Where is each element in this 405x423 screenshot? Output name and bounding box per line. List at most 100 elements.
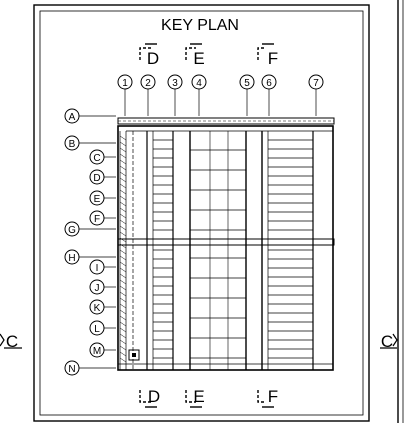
grid-row-bubble-G: G [64, 221, 116, 237]
section-label-top-d: D [147, 49, 159, 68]
section-marker-left-c: C [0, 332, 22, 351]
corner-marker [128, 349, 140, 361]
ladder-rung [119, 345, 127, 351]
grid-column-label: 5 [244, 78, 250, 89]
ladder-rung [119, 243, 127, 249]
section-marker-right-c: C [380, 332, 398, 351]
ladder-rung [119, 267, 127, 273]
ladder-rung [119, 171, 127, 177]
grid-row-bubble-L: L [89, 320, 116, 336]
ladder-rung [119, 303, 127, 309]
grid-row-bubble-K: K [89, 299, 116, 315]
section-label-top-e: E [193, 49, 204, 68]
grid-row-label: N [68, 364, 75, 375]
grid-row-label: A [69, 112, 76, 123]
ladder-rung [119, 261, 127, 267]
grid-column-label: 6 [266, 78, 272, 89]
ladder-rung [119, 177, 127, 183]
section-label-left-c: C [6, 332, 18, 351]
grid-row-bubble-A: A [64, 108, 116, 124]
grid-column-bubble-2: 2 [140, 74, 156, 116]
section-marker-bottom-f: F [257, 387, 278, 408]
section-marker-bottom-d: D [139, 387, 160, 408]
ladder-rung [119, 183, 127, 189]
section-marker-top-d: D [139, 43, 159, 68]
ladder-rung [119, 255, 127, 261]
ladder-rung [119, 195, 127, 201]
section-marker-bottom-e: E [185, 387, 205, 408]
grid-column-bubble-6: 6 [261, 74, 277, 116]
grid-row-label: J [95, 283, 100, 294]
grid-row-bubble-H: H [64, 249, 116, 265]
ladder-rung [119, 189, 127, 195]
section-label-bottom-d: D [148, 387, 160, 406]
section-marker-top-f: F [257, 43, 278, 68]
floor-slats [119, 135, 313, 363]
ladder-rung [119, 201, 127, 207]
grid-row-bubble-J: J [89, 279, 116, 295]
grid-row-label: G [68, 225, 76, 236]
grid-row-label: I [96, 263, 99, 274]
ladder-rung [119, 315, 127, 321]
grid-row-label: H [68, 253, 75, 264]
section-label-right-c: C [381, 332, 393, 351]
grid-row-bubble-D: D [89, 169, 116, 185]
ladder-rung [119, 207, 127, 213]
grid-row-label: C [93, 153, 100, 164]
grid-column-label: 2 [145, 78, 151, 89]
ladder-rung [119, 291, 127, 297]
grid-column-label: 4 [196, 78, 202, 89]
grid-row-label: F [94, 214, 100, 225]
grid-row-label: K [94, 303, 101, 314]
grid-row-label: D [93, 173, 100, 184]
section-label-bottom-e: E [193, 387, 204, 406]
grid-row-label: L [94, 324, 100, 335]
ladder-rung [119, 339, 127, 345]
grid-row-bubble-M: M [89, 342, 116, 358]
column-grid-bubbles: 1 2 3 4 5 6 7 [117, 74, 324, 116]
grid-column-bubble-5: 5 [239, 74, 255, 116]
sheet-border [33, 0, 404, 423]
ladder-rung [119, 225, 127, 231]
ladder-rung [119, 231, 127, 237]
ladder-rung [119, 297, 127, 303]
building-outline [117, 117, 335, 371]
grid-column-bubble-1: 1 [117, 74, 133, 116]
ladder-rung [119, 141, 127, 147]
grid-row-bubble-C: C [89, 149, 116, 165]
ladder-rung [119, 321, 127, 327]
ladder-rung [119, 279, 127, 285]
grid-column-bubble-3: 3 [167, 74, 183, 116]
ladder-rung [119, 153, 127, 159]
ladder-rung [119, 165, 127, 171]
ladder-rung [119, 351, 127, 357]
ladder-rung [119, 357, 127, 363]
grid-column-bubble-4: 4 [191, 74, 207, 116]
grid-row-label: E [94, 194, 101, 205]
grid-column-label: 3 [172, 78, 178, 89]
grid-row-bubble-B: B [64, 135, 116, 151]
ladder-rung [119, 327, 127, 333]
ladder-rung [119, 159, 127, 165]
ladder-rung [119, 309, 127, 315]
grid-row-bubble-N: N [64, 360, 116, 376]
key-plan-title: KEY PLAN [161, 17, 239, 34]
ladder-rung [119, 273, 127, 279]
grid-row-label: B [69, 139, 76, 150]
ladder-rung [119, 285, 127, 291]
ladder-rung [119, 147, 127, 153]
grid-row-bubble-E: E [89, 190, 116, 206]
grid-column-label: 7 [313, 78, 319, 89]
ladder-rung [119, 333, 127, 339]
section-marker-top-e: E [185, 43, 205, 68]
ladder-rung [119, 135, 127, 141]
ladder-rung [119, 213, 127, 219]
ladder-rung [119, 249, 127, 255]
grid-column-bubble-7: 7 [308, 74, 324, 116]
section-label-bottom-f: F [268, 387, 278, 406]
grid-row-label: M [93, 346, 101, 357]
section-label-top-f: F [268, 49, 278, 68]
grid-row-bubble-I: I [89, 259, 116, 275]
